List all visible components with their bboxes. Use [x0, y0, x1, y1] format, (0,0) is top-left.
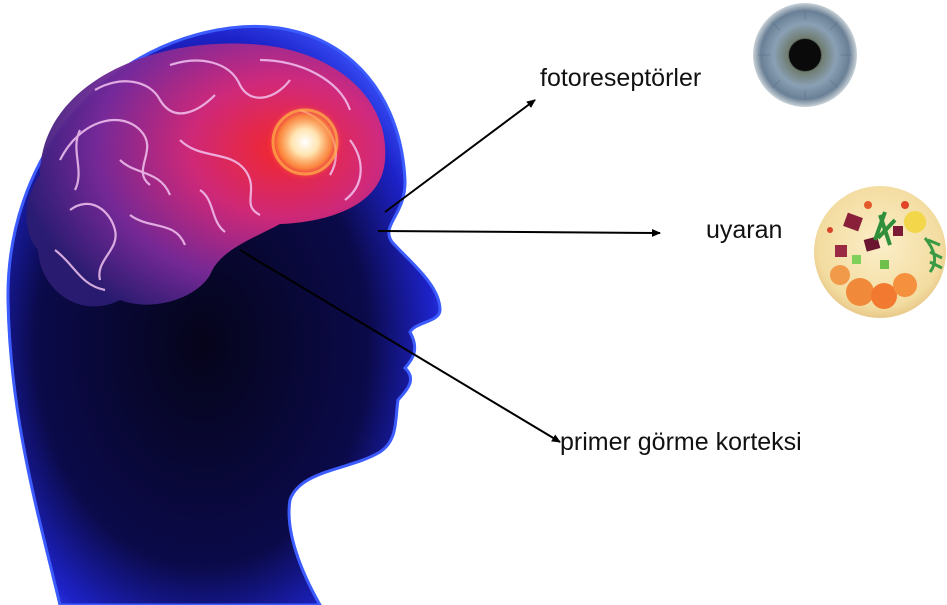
label-photoreceptors: fotoreseptörler	[540, 66, 701, 91]
label-stimulus: uyaran	[706, 218, 782, 243]
label-visual-cortex: primer görme korteksi	[560, 430, 802, 455]
food-plate-icon	[814, 186, 946, 318]
arrow-to-photoreceptors	[385, 100, 535, 212]
arrow-to-stimulus	[378, 231, 660, 233]
eye-iris-icon	[753, 3, 857, 107]
